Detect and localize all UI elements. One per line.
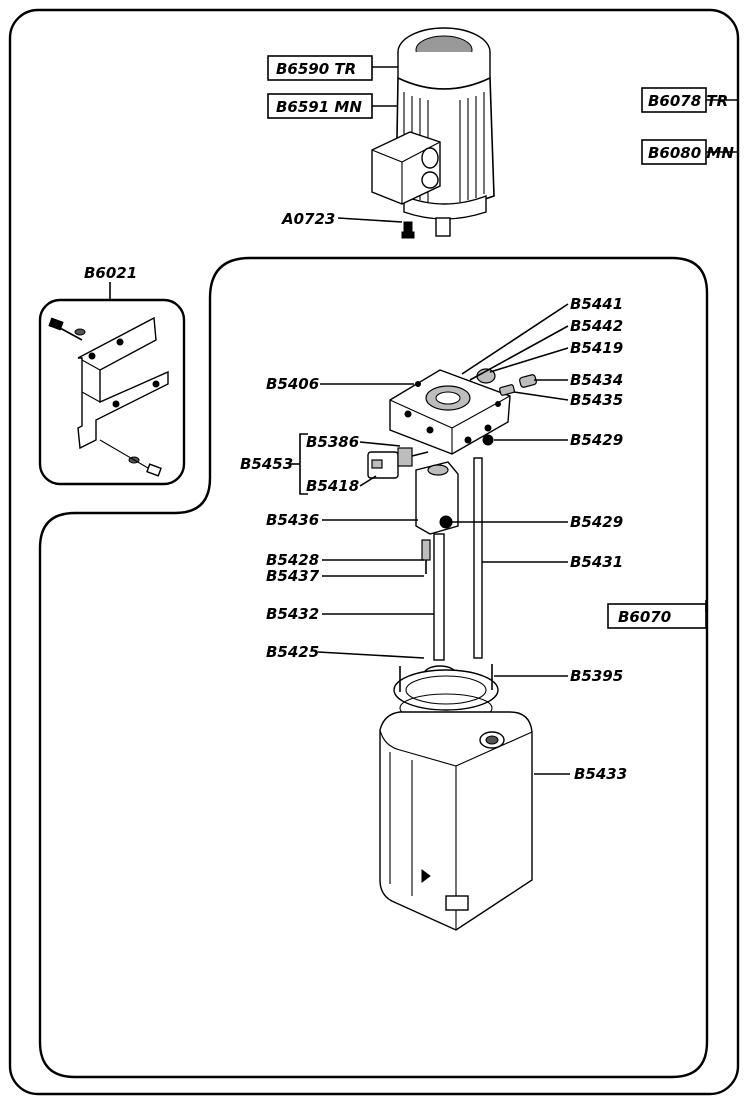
label-box-kit-mn bbox=[641, 139, 707, 165]
label-b5406: B5406 bbox=[266, 375, 319, 393]
label-box-motor-mn bbox=[267, 93, 373, 119]
label-motor-mn: B6591 MN bbox=[276, 98, 362, 116]
label-b5453: B5453 bbox=[240, 455, 293, 473]
label-b5436: B5436 bbox=[266, 511, 319, 529]
label-b5437: B5437 bbox=[266, 567, 320, 585]
label-box-motor-tr bbox=[267, 55, 373, 81]
leader-lines bbox=[109, 66, 738, 775]
label-b5425: B5425 bbox=[266, 643, 319, 661]
outer-frame bbox=[8, 8, 740, 1096]
label-b5395: B5395 bbox=[570, 667, 623, 685]
label-box-kit-tr bbox=[641, 87, 707, 113]
label-b5442: B5442 bbox=[570, 317, 623, 335]
label-b5428: B5428 bbox=[266, 551, 319, 569]
label-kit-mn: B6080 MN bbox=[648, 144, 734, 162]
label-b5419: B5419 bbox=[570, 339, 623, 357]
label-kit-tr: B6078 TR bbox=[648, 92, 728, 110]
label-b5429-bottom: B5429 bbox=[570, 513, 623, 531]
motor-drawing bbox=[371, 27, 495, 239]
label-motor-tr: B6590 TR bbox=[276, 60, 356, 78]
label-b5418: B5418 bbox=[306, 477, 359, 495]
label-b5441: B5441 bbox=[570, 295, 623, 313]
label-b5431: B5431 bbox=[570, 553, 623, 571]
bracket-drawing bbox=[48, 316, 169, 477]
label-b5432: B5432 bbox=[266, 605, 319, 623]
label-b5435: B5435 bbox=[570, 391, 623, 409]
label-bracket: B6021 bbox=[84, 264, 137, 282]
label-b5434: B5434 bbox=[570, 371, 623, 389]
label-assembly: B6070 bbox=[618, 608, 671, 626]
label-b5429-top: B5429 bbox=[570, 431, 623, 449]
label-b5433: B5433 bbox=[574, 765, 627, 783]
label-box-assembly bbox=[607, 603, 707, 629]
assembly-frame bbox=[38, 256, 709, 1079]
label-screw-motor: A0723 bbox=[281, 210, 335, 228]
bracket-frame bbox=[38, 298, 186, 486]
label-b5386: B5386 bbox=[306, 433, 359, 451]
pump-drawing bbox=[367, 368, 537, 931]
